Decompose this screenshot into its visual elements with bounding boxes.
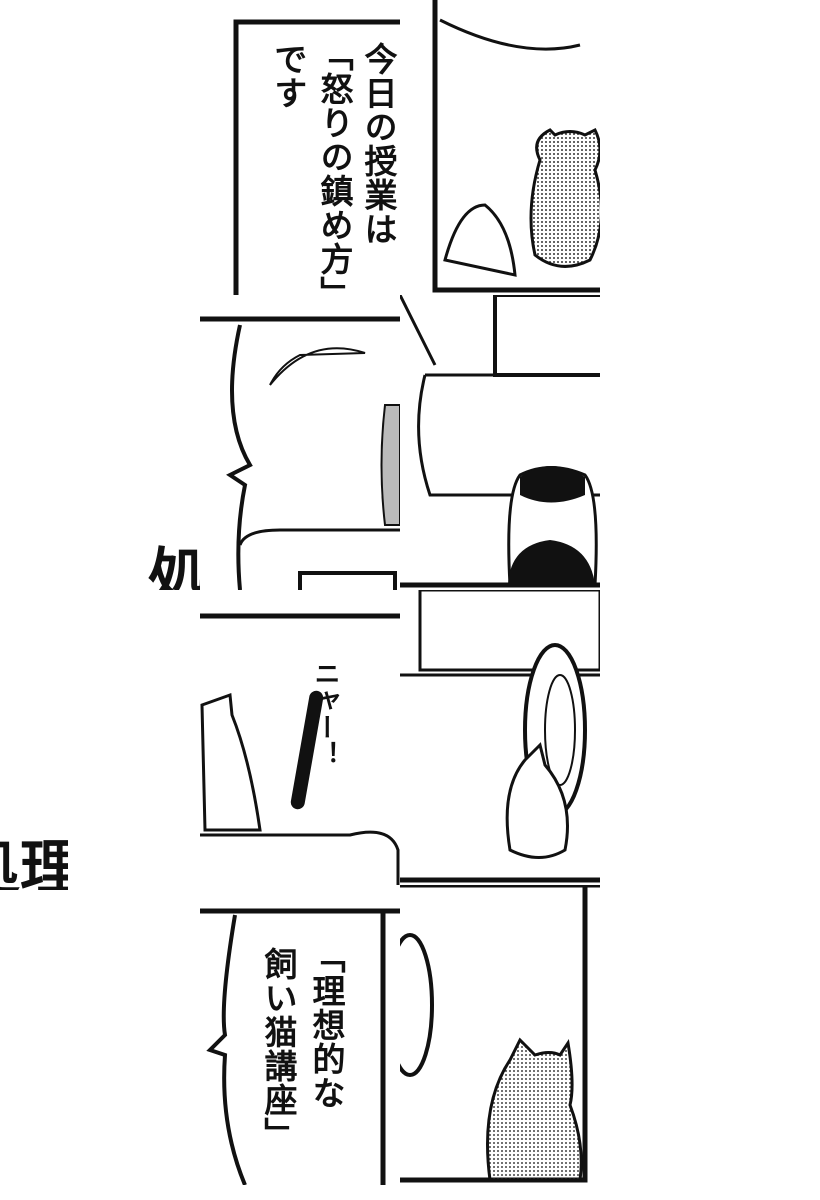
white-cat-illustration bbox=[400, 590, 600, 883]
lecture-title-line-1: 「理想的な bbox=[307, 940, 346, 1110]
side-title-partial: 処 bbox=[148, 542, 200, 590]
lecture-title-line-2: 飼い猫講座」 bbox=[259, 947, 298, 1151]
cat-illustration bbox=[400, 885, 600, 1183]
panel-lecture-title: 「理想的な 飼い猫講座」 bbox=[200, 885, 400, 1185]
caption-line-1: 今日の授業は bbox=[359, 42, 398, 246]
speech-bubble bbox=[200, 316, 400, 590]
panel-meow: ニャー！ bbox=[200, 590, 400, 885]
panel-cat-back bbox=[400, 0, 600, 295]
black-cat-illustration bbox=[400, 295, 600, 588]
cat-illustration bbox=[432, 0, 600, 293]
panel-border bbox=[233, 19, 400, 295]
panel-cat-sitting-back bbox=[400, 885, 600, 1185]
caption-line-2: 「怒りの鎮め方」 bbox=[315, 38, 354, 295]
panel-lesson-caption: 今日の授業は 「怒りの鎮め方」 です bbox=[200, 0, 400, 295]
speech-bubble bbox=[200, 908, 400, 1185]
meow-sound-effect: ニャー！ bbox=[310, 660, 340, 768]
caption-line-3: です bbox=[269, 42, 308, 110]
panel-black-cat bbox=[400, 295, 600, 590]
panel-bubble-edge bbox=[200, 295, 400, 590]
sitting-cat-illustration bbox=[200, 613, 400, 885]
side-title-partial-2: 処理 bbox=[0, 834, 68, 890]
panel-white-cat bbox=[400, 590, 600, 885]
